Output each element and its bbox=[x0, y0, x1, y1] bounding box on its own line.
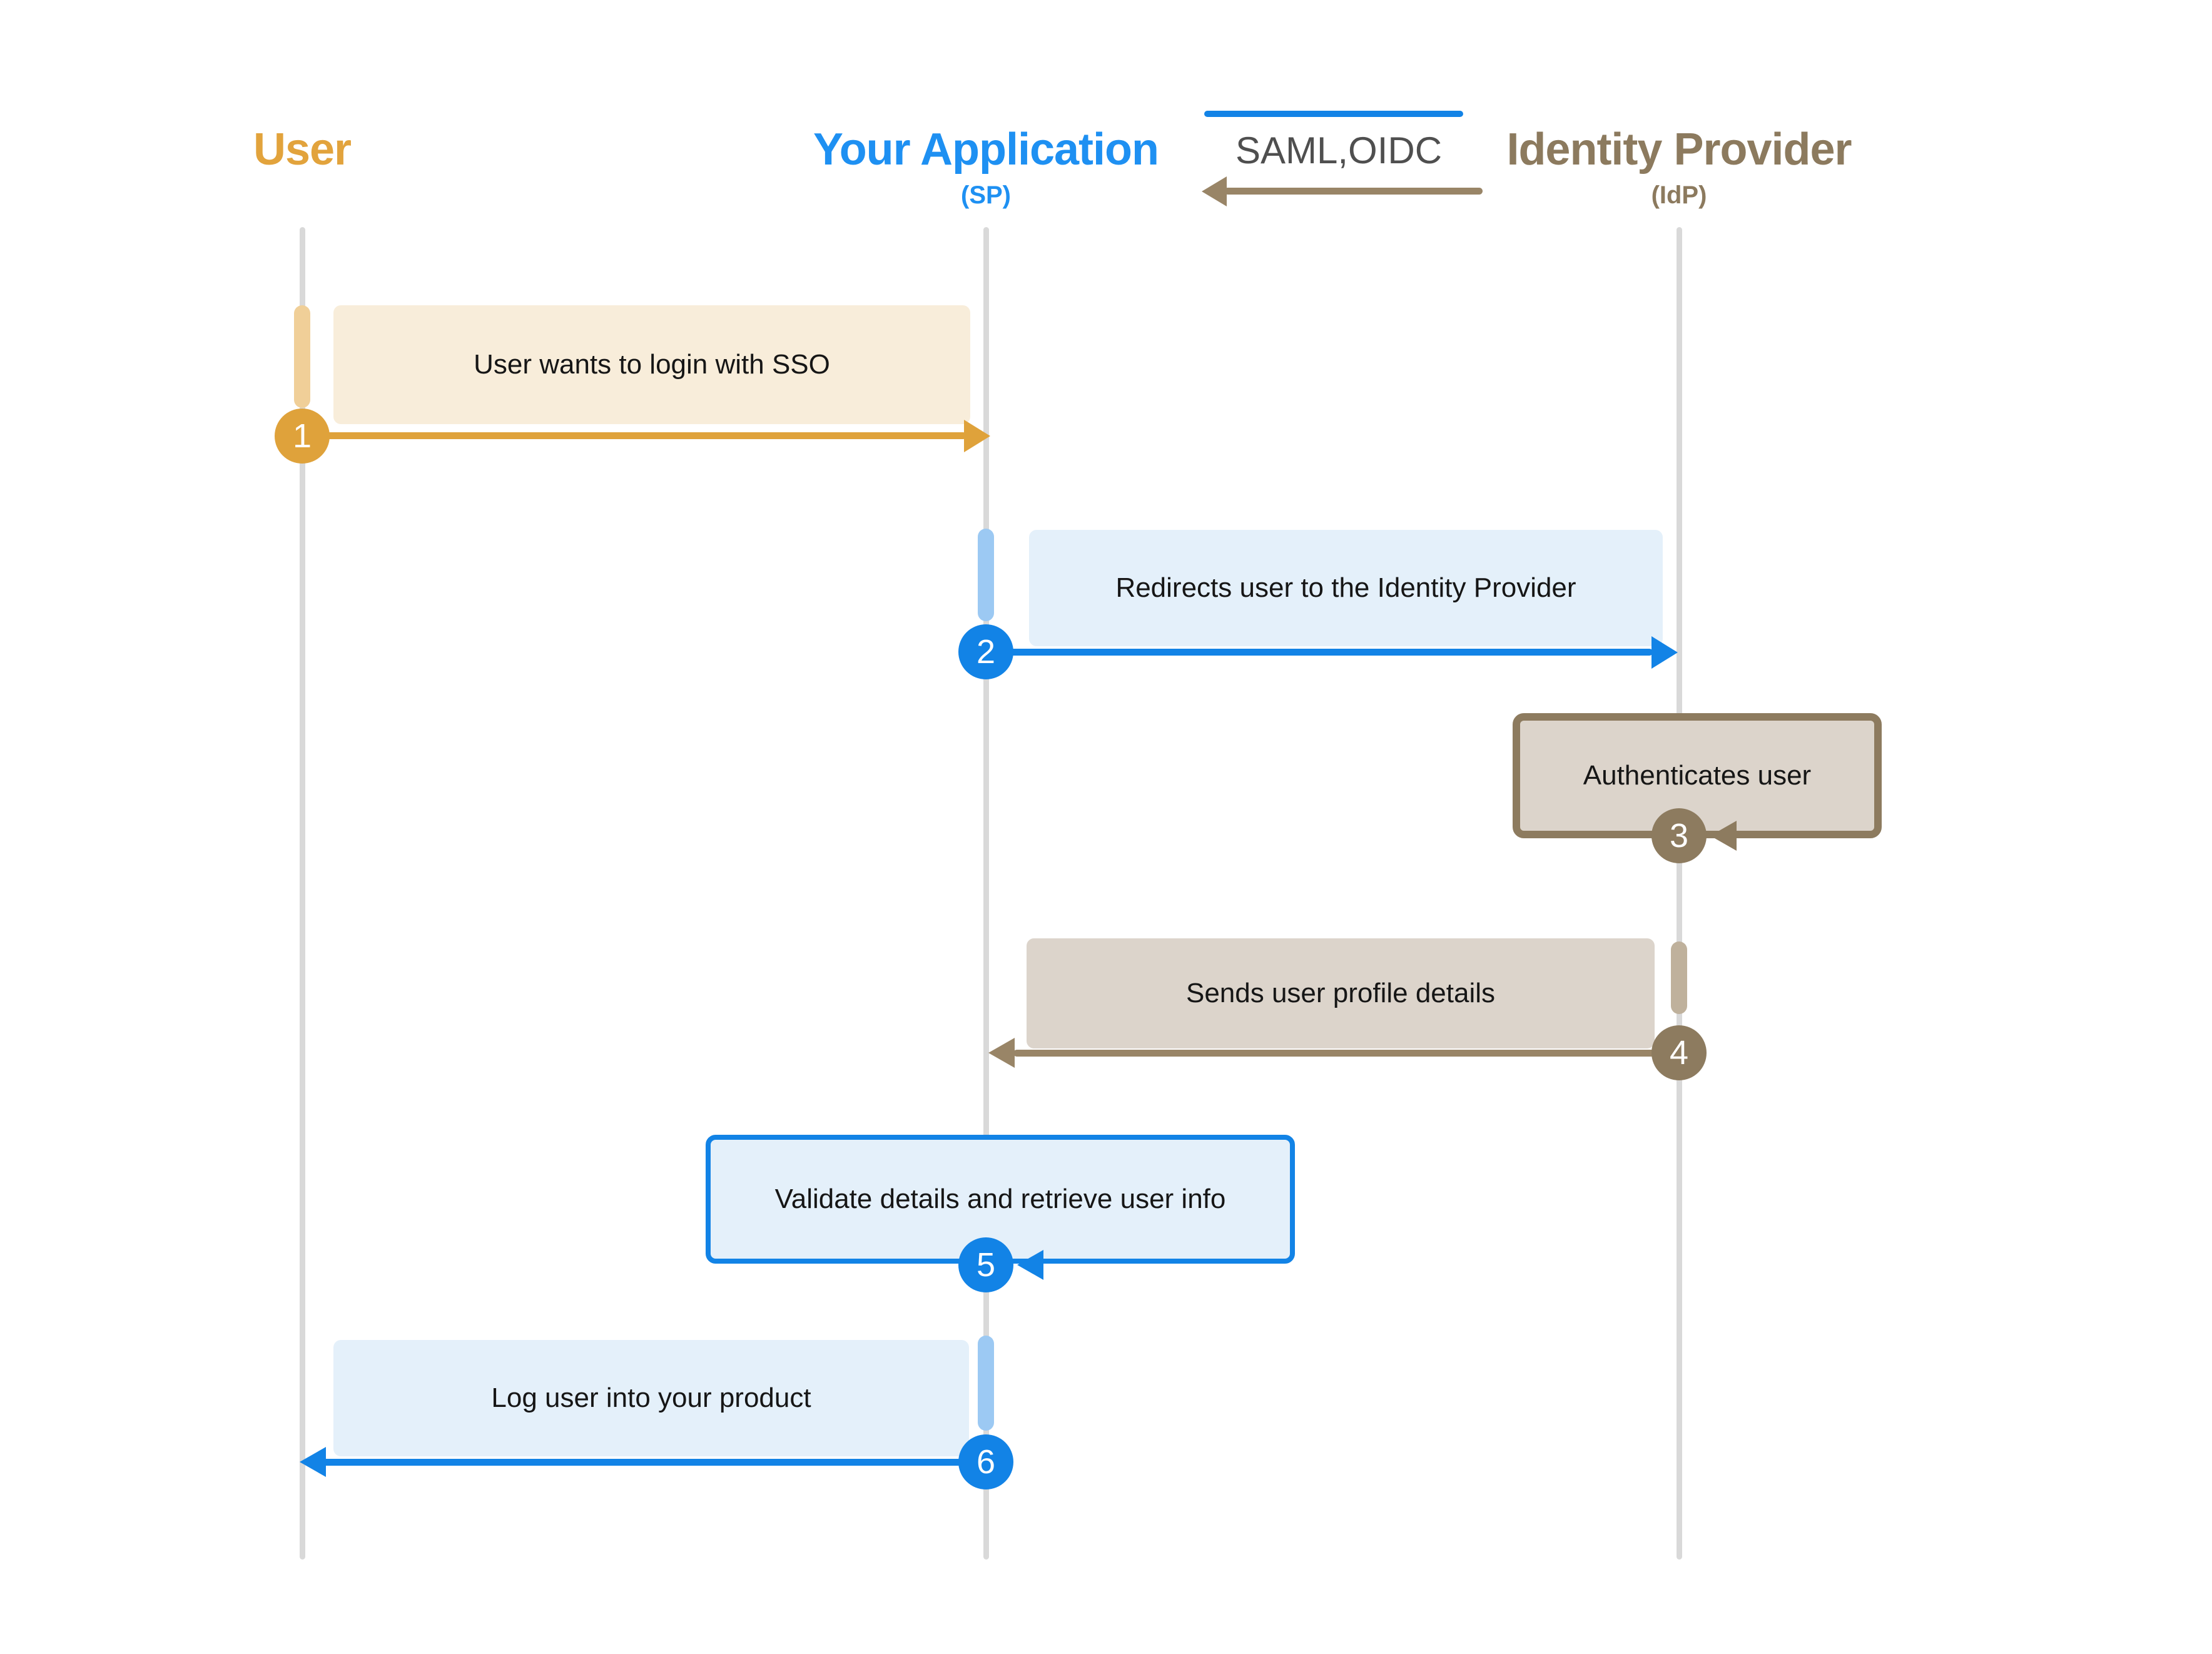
step-5-message-text: Validate details and retrieve user info bbox=[774, 1184, 1226, 1214]
step-2-activation-bar bbox=[978, 529, 994, 621]
step-3-number-badge: 3 bbox=[1651, 808, 1707, 863]
step-4-activation-bar bbox=[1671, 941, 1687, 1014]
step-1-number: 1 bbox=[292, 417, 312, 455]
protocol-label: SAML,OIDC bbox=[1235, 129, 1443, 171]
lifeline-application bbox=[983, 227, 989, 1560]
step-5-number: 5 bbox=[976, 1246, 996, 1284]
step-1-message-box: User wants to login with SSO bbox=[333, 305, 970, 424]
protocol-forward-arrow-line bbox=[1204, 111, 1463, 117]
step-2-arrowhead-icon bbox=[1651, 636, 1678, 669]
step-5-number-badge: 5 bbox=[958, 1237, 1013, 1292]
step-1-activation-bar bbox=[294, 305, 310, 408]
step-3-number: 3 bbox=[1669, 817, 1689, 855]
step-6-arrowhead-icon bbox=[300, 1447, 326, 1477]
step-4-message-box: Sends user profile details bbox=[1027, 938, 1655, 1048]
protocol-back-arrowhead-icon bbox=[1202, 176, 1227, 206]
lifeline-user bbox=[300, 227, 305, 1560]
step-1-number-badge: 1 bbox=[275, 408, 330, 464]
step-3-message-text: Authenticates user bbox=[1583, 760, 1812, 791]
step-4-number: 4 bbox=[1669, 1034, 1689, 1072]
step-1-arrowhead-icon bbox=[964, 420, 990, 452]
step-4-arrowhead-icon bbox=[988, 1038, 1015, 1068]
step-6-number: 6 bbox=[976, 1443, 996, 1481]
step-5-arrowhead-icon bbox=[1017, 1250, 1043, 1280]
step-6-activation-bar bbox=[978, 1336, 994, 1431]
step-2-arrow-line bbox=[986, 649, 1653, 656]
lifeline-identity-provider bbox=[1677, 227, 1682, 1560]
actor-subtitle-idp: (IdP) bbox=[1651, 181, 1707, 209]
actor-title-user: User bbox=[253, 124, 352, 175]
step-3-arrowhead-icon bbox=[1710, 821, 1737, 851]
step-2-number-badge: 2 bbox=[958, 624, 1013, 679]
step-6-message-text: Log user into your product bbox=[491, 1383, 811, 1413]
step-2-number: 2 bbox=[976, 633, 996, 671]
step-1-message-text: User wants to login with SSO bbox=[474, 349, 830, 380]
step-4-message-text: Sends user profile details bbox=[1185, 978, 1496, 1008]
protocol-back-arrow-line bbox=[1224, 188, 1483, 195]
step-4-arrow-line bbox=[1013, 1050, 1679, 1057]
step-4-number-badge: 4 bbox=[1651, 1025, 1707, 1080]
actor-title-application: Your Application bbox=[813, 124, 1159, 175]
step-2-message-text: Redirects user to the Identity Provider bbox=[1115, 572, 1576, 603]
step-6-number-badge: 6 bbox=[958, 1434, 1013, 1489]
step-5-message-box: Validate details and retrieve user info bbox=[706, 1135, 1295, 1264]
step-1-arrow-line bbox=[302, 432, 966, 439]
step-6-message-box: Log user into your product bbox=[333, 1340, 969, 1456]
actor-title-identity-provider: Identity Provider bbox=[1506, 124, 1852, 175]
actor-subtitle-sp: (SP) bbox=[961, 181, 1011, 209]
step-6-arrow-line bbox=[318, 1459, 986, 1466]
step-2-message-box: Redirects user to the Identity Provider bbox=[1029, 530, 1663, 646]
